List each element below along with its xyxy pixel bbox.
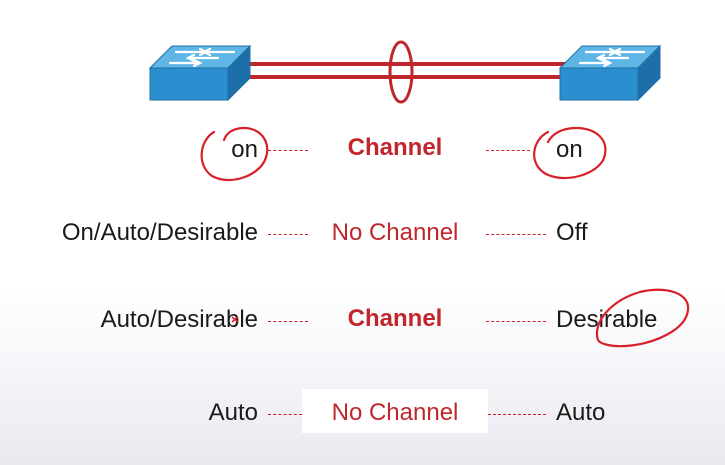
right-mode-label: Off — [556, 219, 588, 246]
left-mode-label: On/Auto/Desirable — [61, 219, 258, 246]
right-mode-label: on — [556, 136, 583, 163]
result-label: No Channel — [331, 399, 459, 426]
switch-icon — [148, 44, 252, 102]
highlight-box — [302, 389, 488, 433]
left-mode-label: Auto/Desirable — [100, 306, 258, 333]
etherchannel-link — [240, 62, 570, 79]
result-label: No Channel — [331, 219, 459, 246]
switch-icon — [558, 44, 662, 102]
dash-connector — [486, 321, 546, 322]
dash-connector — [268, 321, 308, 322]
result-label: Channel — [347, 134, 443, 161]
result-label: Channel — [347, 305, 443, 332]
etherchannel-bundle-icon — [388, 40, 414, 104]
dash-connector — [488, 414, 546, 415]
dash-connector — [268, 414, 302, 415]
left-mode-label: Auto — [208, 399, 258, 426]
right-mode-label: Desirable — [556, 306, 658, 333]
dash-connector — [486, 150, 530, 151]
dash-connector — [486, 234, 546, 235]
dash-connector — [268, 234, 308, 235]
left-mode-label: on — [231, 136, 258, 163]
dash-connector — [268, 150, 308, 151]
right-mode-label: Auto — [556, 399, 606, 426]
topology-graphic — [148, 40, 662, 104]
